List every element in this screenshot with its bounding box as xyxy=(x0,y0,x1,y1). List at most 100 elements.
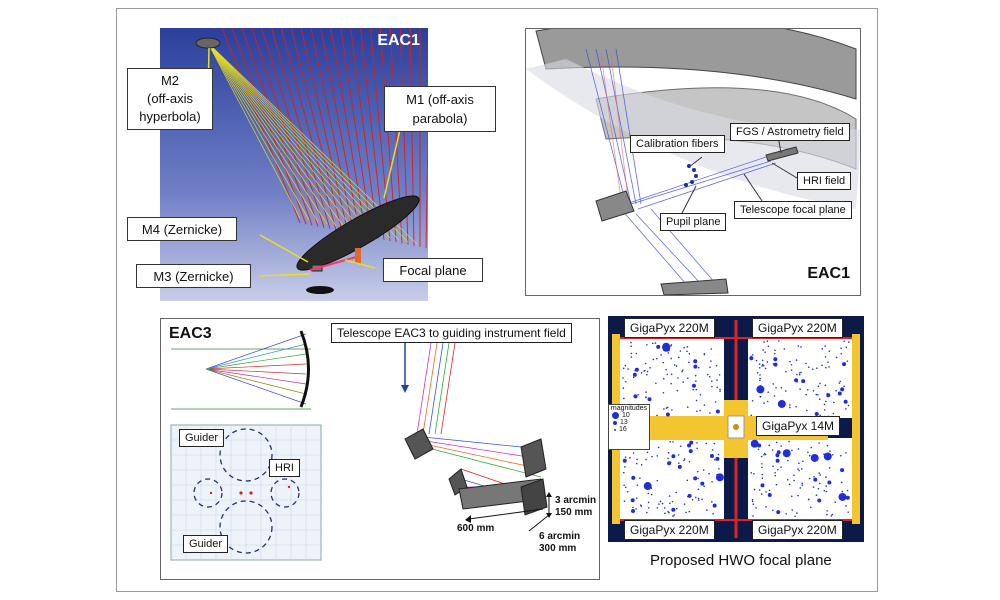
star-marker xyxy=(686,479,689,482)
star-marker xyxy=(784,390,787,392)
star-marker xyxy=(793,479,795,482)
star-marker xyxy=(847,511,850,513)
star-marker xyxy=(775,458,780,463)
star-marker xyxy=(772,465,774,468)
star-marker xyxy=(695,388,698,391)
star-marker xyxy=(622,387,625,389)
star-marker xyxy=(677,454,680,456)
star-marker xyxy=(835,389,837,392)
star-marker xyxy=(841,490,844,493)
star-marker xyxy=(763,452,766,455)
star-marker xyxy=(697,499,700,501)
star-marker xyxy=(670,357,673,360)
star-marker xyxy=(686,495,689,498)
star-marker xyxy=(805,393,808,396)
star-marker xyxy=(819,414,821,417)
star-marker xyxy=(790,363,793,366)
star-marker xyxy=(760,493,763,495)
star-marker xyxy=(711,480,713,483)
star-marker xyxy=(823,489,826,492)
star-marker xyxy=(713,442,716,445)
star-marker xyxy=(652,358,655,361)
star-marker xyxy=(767,391,769,394)
red-ray xyxy=(360,28,385,240)
star-marker xyxy=(715,409,720,414)
star-marker xyxy=(710,380,713,382)
star-marker xyxy=(632,506,634,509)
star-marker xyxy=(694,496,697,499)
star-marker xyxy=(831,453,834,456)
star-marker xyxy=(703,485,705,488)
star-marker xyxy=(789,360,791,363)
star-marker xyxy=(762,349,764,351)
star-marker xyxy=(825,400,827,403)
star-marker xyxy=(813,475,815,478)
star-marker xyxy=(666,373,668,376)
legend-item-16: 16 xyxy=(619,426,627,433)
star-marker xyxy=(818,482,821,485)
star-marker xyxy=(826,513,828,516)
star-marker xyxy=(696,470,699,473)
star-marker xyxy=(757,448,760,451)
star-marker xyxy=(750,472,753,474)
fgs-astrometry-label: FGS / Astrometry field xyxy=(730,123,850,141)
star-marker xyxy=(685,511,687,514)
star-marker xyxy=(801,484,804,486)
star-marker xyxy=(751,399,754,402)
star-marker xyxy=(656,344,661,349)
star-marker xyxy=(773,395,776,397)
star-marker xyxy=(710,348,713,350)
star-marker xyxy=(630,498,635,503)
star-marker xyxy=(830,515,833,517)
star-marker xyxy=(693,476,698,481)
legend-item-10: 10 xyxy=(622,412,630,419)
star-marker xyxy=(840,347,842,350)
star-marker xyxy=(812,389,815,392)
star-marker xyxy=(663,507,666,509)
star-marker xyxy=(647,492,650,495)
star-marker xyxy=(773,352,776,355)
eac3-panel: EAC3 Telescope EAC3 to guiding instrumen… xyxy=(160,318,600,580)
star-marker xyxy=(752,503,755,505)
star-marker xyxy=(631,475,636,480)
star-marker xyxy=(808,454,811,457)
star-marker xyxy=(629,457,631,459)
star-marker xyxy=(668,495,671,497)
star-marker xyxy=(834,501,837,504)
star-marker xyxy=(633,394,638,399)
yellow-ray xyxy=(207,42,337,227)
hri-field-label: HRI field xyxy=(797,172,852,190)
star-marker xyxy=(798,373,801,376)
star-marker xyxy=(709,366,711,368)
star-marker xyxy=(812,486,815,488)
star-marker xyxy=(797,345,800,347)
star-marker xyxy=(640,372,643,374)
star-marker xyxy=(818,472,821,474)
star-marker xyxy=(673,514,676,516)
star-marker xyxy=(672,515,674,517)
star-marker xyxy=(670,345,672,347)
yellow-ray xyxy=(207,42,310,221)
star-marker xyxy=(845,452,847,454)
star-marker xyxy=(828,467,831,469)
star-marker xyxy=(665,412,670,417)
star-marker xyxy=(767,492,772,497)
yellow-ray xyxy=(207,42,355,231)
star-marker xyxy=(639,477,641,479)
star-marker xyxy=(687,443,692,448)
star-marker xyxy=(765,491,767,493)
star-marker xyxy=(801,482,803,485)
detector-top-left: GigaPyx 220M xyxy=(624,318,715,338)
legend-dot-large xyxy=(612,412,619,419)
star-marker xyxy=(696,410,698,413)
star-marker xyxy=(715,473,724,482)
star-marker xyxy=(658,503,660,505)
star-marker xyxy=(761,365,763,367)
star-marker xyxy=(623,500,626,502)
star-marker xyxy=(668,511,670,514)
star-marker xyxy=(798,462,800,465)
star-marker xyxy=(692,388,695,391)
star-marker xyxy=(679,350,682,352)
star-marker xyxy=(772,509,774,512)
star-marker xyxy=(671,500,674,503)
